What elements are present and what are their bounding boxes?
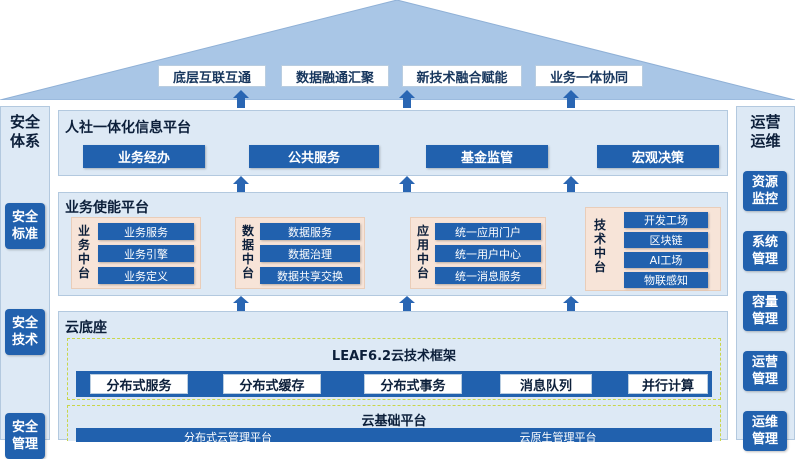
business-middle-platform: 业 务 中 台 业务服务 业务引擎 业务定义 — [71, 217, 201, 289]
up-arrow-icon — [233, 296, 249, 311]
operations-pillar: 运营 运维 资源 监控 系统 管理 容量 管理 运营 管理 运维 管理 — [736, 106, 795, 451]
leaf-framework-title: LEAF6.2云技术框架 — [331, 349, 457, 364]
application-middle-platform-label: 应 用 中 台 — [416, 224, 429, 280]
business-middle-platform-label: 业 务 中 台 — [77, 224, 90, 280]
tech-middle-platform-label: 技 术 中 台 — [593, 218, 606, 274]
operation-management-button[interactable]: 运营 管理 — [743, 351, 787, 391]
unified-portal-button[interactable]: 统一应用门户 — [435, 223, 541, 240]
cloud-infra-box: 云基础平台 分布式云管理平台 云原生管理平台 — [67, 405, 721, 442]
unified-user-center-button[interactable]: 统一用户中心 — [435, 245, 541, 262]
public-service-button[interactable]: 公共服务 — [249, 145, 379, 168]
up-arrow-icon — [233, 90, 249, 108]
macro-decision-button[interactable]: 宏观决策 — [597, 145, 719, 168]
cloud-infra-title: 云基础平台 — [361, 414, 427, 429]
up-arrow-icon — [563, 296, 579, 311]
goal-box-3: 新技术融合赋能 — [402, 65, 522, 87]
cloud-base-panel: 云底座 LEAF6.2云技术框架 分布式服务 分布式缓存 分布式事务 消息队列 … — [58, 311, 728, 442]
security-management-button[interactable]: 安全 管理 — [5, 413, 45, 459]
data-service-button[interactable]: 数据服务 — [260, 223, 360, 240]
business-handling-button[interactable]: 业务经办 — [83, 145, 205, 168]
data-sharing-button[interactable]: 数据共享交换 — [260, 267, 360, 284]
goal-box-1: 底层互联互通 — [158, 65, 266, 87]
business-service-button[interactable]: 业务服务 — [98, 223, 194, 240]
iot-sensing-button[interactable]: 物联感知 — [624, 272, 708, 288]
maintenance-management-button[interactable]: 运维 管理 — [743, 411, 787, 451]
system-management-button[interactable]: 系统 管理 — [743, 231, 787, 271]
security-pillar-title: 安全 体系 — [9, 113, 40, 150]
data-middle-platform-label: 数 据 中 台 — [241, 224, 254, 280]
ai-workshop-button[interactable]: AI工场 — [624, 252, 708, 268]
dev-workshop-button[interactable]: 开发工场 — [624, 212, 708, 228]
arrows-row-1 — [233, 90, 579, 108]
up-arrow-icon — [399, 176, 415, 192]
unified-message-button[interactable]: 统一消息服务 — [435, 267, 541, 284]
data-middle-platform: 数 据 中 台 数据服务 数据治理 数据共享交换 — [235, 217, 365, 289]
distributed-service-button[interactable]: 分布式服务 — [90, 374, 188, 394]
up-arrow-icon — [399, 90, 415, 108]
security-standard-button[interactable]: 安全 标准 — [5, 203, 45, 249]
security-pillar: 安全 体系 安全 标准 安全 技术 安全 管理 — [0, 106, 50, 459]
distributed-transaction-button[interactable]: 分布式事务 — [364, 374, 462, 394]
goal-box-4: 业务一体协同 — [535, 65, 643, 87]
enabling-platform-title: 业务使能平台 — [65, 200, 149, 216]
up-arrow-icon — [563, 176, 579, 192]
integrated-platform-panel: 人社一体化信息平台 业务经办 公共服务 基金监管 宏观决策 — [58, 110, 728, 176]
distributed-cache-button[interactable]: 分布式缓存 — [223, 374, 321, 394]
tech-middle-platform: 技 术 中 台 开发工场 区块链 AI工场 物联感知 — [585, 207, 721, 291]
data-governance-button[interactable]: 数据治理 — [260, 245, 360, 262]
cloud-base-title: 云底座 — [65, 320, 107, 336]
up-arrow-icon — [563, 90, 579, 108]
roof — [0, 0, 795, 100]
enabling-platform-panel: 业务使能平台 业 务 中 台 业务服务 业务引擎 业务定义 数 据 中 台 数据… — [58, 192, 728, 296]
distributed-cloud-management-label[interactable]: 分布式云管理平台 — [184, 431, 272, 442]
arrows-row-2 — [233, 176, 579, 192]
cloud-infra-strip — [76, 428, 712, 442]
leaf-framework-box: LEAF6.2云技术框架 分布式服务 分布式缓存 分布式事务 消息队列 并行计算 — [67, 338, 721, 400]
cloud-native-management-label[interactable]: 云原生管理平台 — [519, 431, 597, 442]
up-arrow-icon — [399, 296, 415, 311]
message-queue-button[interactable]: 消息队列 — [500, 374, 592, 394]
operations-pillar-title: 运营 运维 — [750, 113, 781, 150]
parallel-computing-button[interactable]: 并行计算 — [628, 374, 708, 394]
arrows-row-3 — [233, 296, 579, 311]
goal-box-2: 数据融通汇聚 — [281, 65, 389, 87]
business-engine-button[interactable]: 业务引擎 — [98, 245, 194, 262]
up-arrow-icon — [233, 176, 249, 192]
business-definition-button[interactable]: 业务定义 — [98, 267, 194, 284]
application-middle-platform: 应 用 中 台 统一应用门户 统一用户中心 统一消息服务 — [410, 217, 546, 289]
integrated-platform-title: 人社一体化信息平台 — [65, 120, 191, 136]
blockchain-button[interactable]: 区块链 — [624, 232, 708, 248]
capacity-management-button[interactable]: 容量 管理 — [743, 291, 787, 331]
security-tech-button[interactable]: 安全 技术 — [5, 309, 45, 355]
fund-supervision-button[interactable]: 基金监管 — [426, 145, 548, 168]
resource-monitor-button[interactable]: 资源 监控 — [743, 171, 787, 211]
